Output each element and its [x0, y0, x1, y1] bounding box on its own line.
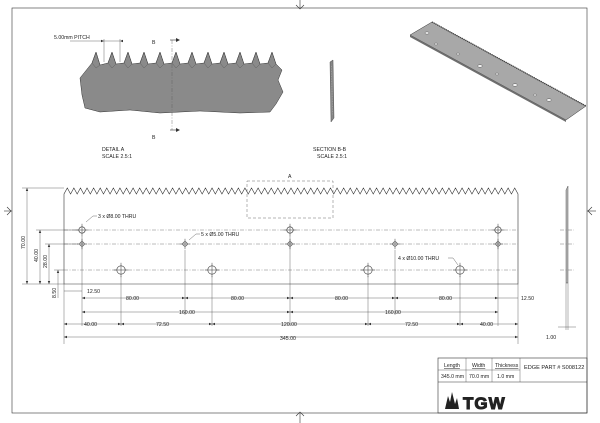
vertical-dims: 70.00 40.00 28.00 8.50: [21, 187, 78, 298]
dim-160-2: 160.00: [385, 310, 401, 316]
sheet-border: [11, 7, 588, 414]
isometric-view: [409, 21, 587, 122]
dim-left-12-50: 12.50: [87, 289, 100, 295]
dim-160-1: 160.00: [179, 310, 195, 316]
hole-10-2-centermark: [204, 262, 220, 278]
section-letter-bottom: B: [152, 135, 156, 141]
detail-a-marker: [246, 180, 334, 219]
dim-thickness: 1.00: [546, 335, 556, 341]
hole-10-4-centermark: [452, 262, 468, 278]
callout-hole8: 3 x Ø8.00 THRU: [98, 214, 137, 220]
tb-length-label: Length: [444, 363, 460, 369]
tgw-logo-text: TGW: [463, 394, 506, 413]
horizontal-dims: 12.50 12.50 80.00 80.00 80.00 80.00 160.…: [63, 236, 534, 344]
dim-40-2: 40.00: [480, 322, 493, 328]
hole-5-4-centermark: [389, 238, 401, 250]
dim-28: 28.00: [43, 255, 49, 268]
iso-teeth: [431, 21, 587, 107]
section-scale: SCALE 2.5:1: [317, 154, 347, 160]
dim-total: 345.00: [280, 336, 296, 342]
holes: [75, 223, 505, 278]
tb-width-value: 70.0 mm: [469, 374, 489, 380]
side-thin-view: 1.00: [546, 185, 576, 341]
callout-hole5: 5 x Ø5.00 THRU: [201, 232, 240, 238]
dim-70: 70.00: [21, 236, 27, 249]
hole-8-2-centermark: [283, 223, 297, 237]
main-elevation: A 3 x Ø8.00 THRU 5 x Ø5.00 THRU 4 x Ø10.…: [63, 174, 519, 285]
dim-80-4: 80.00: [439, 296, 452, 302]
border-center-marks: [4, 0, 596, 423]
dim-8-50: 8.50: [52, 288, 58, 298]
tb-width-label: Width: [472, 363, 485, 369]
dim-40: 40.00: [34, 249, 40, 262]
section-letter-top: B: [152, 40, 156, 46]
title-block: Length Width Thickness 345.0 mm 70.0 mm …: [437, 357, 588, 414]
dim-right-12-50: 12.50: [521, 296, 534, 302]
detail-a-view: 5.00mm PITCH B B DETAIL A SCALE 2.5:1: [54, 35, 284, 160]
pitch-label: 5.00mm PITCH: [54, 35, 90, 41]
tb-length-value: 345.0 mm: [441, 374, 464, 380]
detail-scale: SCALE 2.5:1: [102, 154, 132, 160]
detail-a-ref: A: [288, 174, 292, 180]
dim-40-1: 40.00: [84, 322, 97, 328]
dim-80-1: 80.00: [126, 296, 139, 302]
section-bb-view: SECTION B-B SCALE 2.5:1: [313, 59, 347, 160]
detail-title: DETAIL A: [102, 147, 125, 153]
dim-80-3: 80.00: [335, 296, 348, 302]
dim-72-5-1: 72.50: [156, 322, 169, 328]
callout-hole10: 4 x Ø10.00 THRU: [398, 256, 439, 262]
dim-120: 120.00: [281, 322, 297, 328]
blade-outline: [63, 187, 519, 285]
dim-72-5-2: 72.50: [405, 322, 418, 328]
iso-blade-face: [409, 21, 587, 121]
hole-5-2-centermark: [179, 238, 191, 250]
tb-thickness-value: 1.0 mm: [497, 374, 514, 380]
hole-10-1-centermark: [113, 262, 129, 278]
section-title: SECTION B-B: [313, 147, 347, 153]
dim-80-2: 80.00: [231, 296, 244, 302]
tb-part-number: EDGE PART # S008122: [524, 365, 584, 371]
hole-10-3-centermark: [360, 262, 376, 278]
tb-thickness-label: Thickness: [495, 363, 519, 369]
hole-8-3-centermark: [491, 223, 505, 237]
tgw-logo: TGW: [445, 392, 506, 414]
